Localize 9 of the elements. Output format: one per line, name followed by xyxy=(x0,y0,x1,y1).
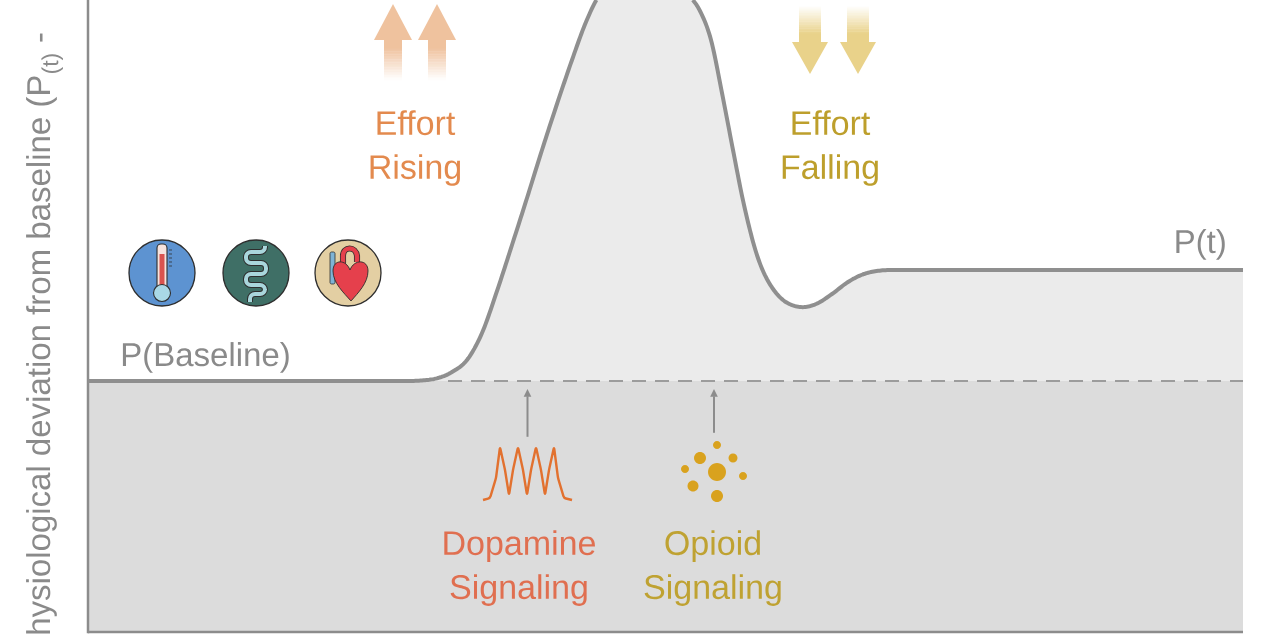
burst-icon xyxy=(681,441,747,502)
axis-title: hysiological deviation from baseline (P$_{(t)}$ - xyxy=(26,33,63,634)
curve-label: P(Baseline) xyxy=(122,342,289,373)
signal-label: Dopamine Signaling xyxy=(444,530,595,606)
signal-label: Opioid Signaling xyxy=(644,530,781,606)
effort-label: Effort Falling xyxy=(782,110,878,186)
effort-label: Effort Rising xyxy=(370,110,461,186)
wave-icon xyxy=(482,447,573,502)
curve-label: P(t) xyxy=(1176,229,1225,260)
